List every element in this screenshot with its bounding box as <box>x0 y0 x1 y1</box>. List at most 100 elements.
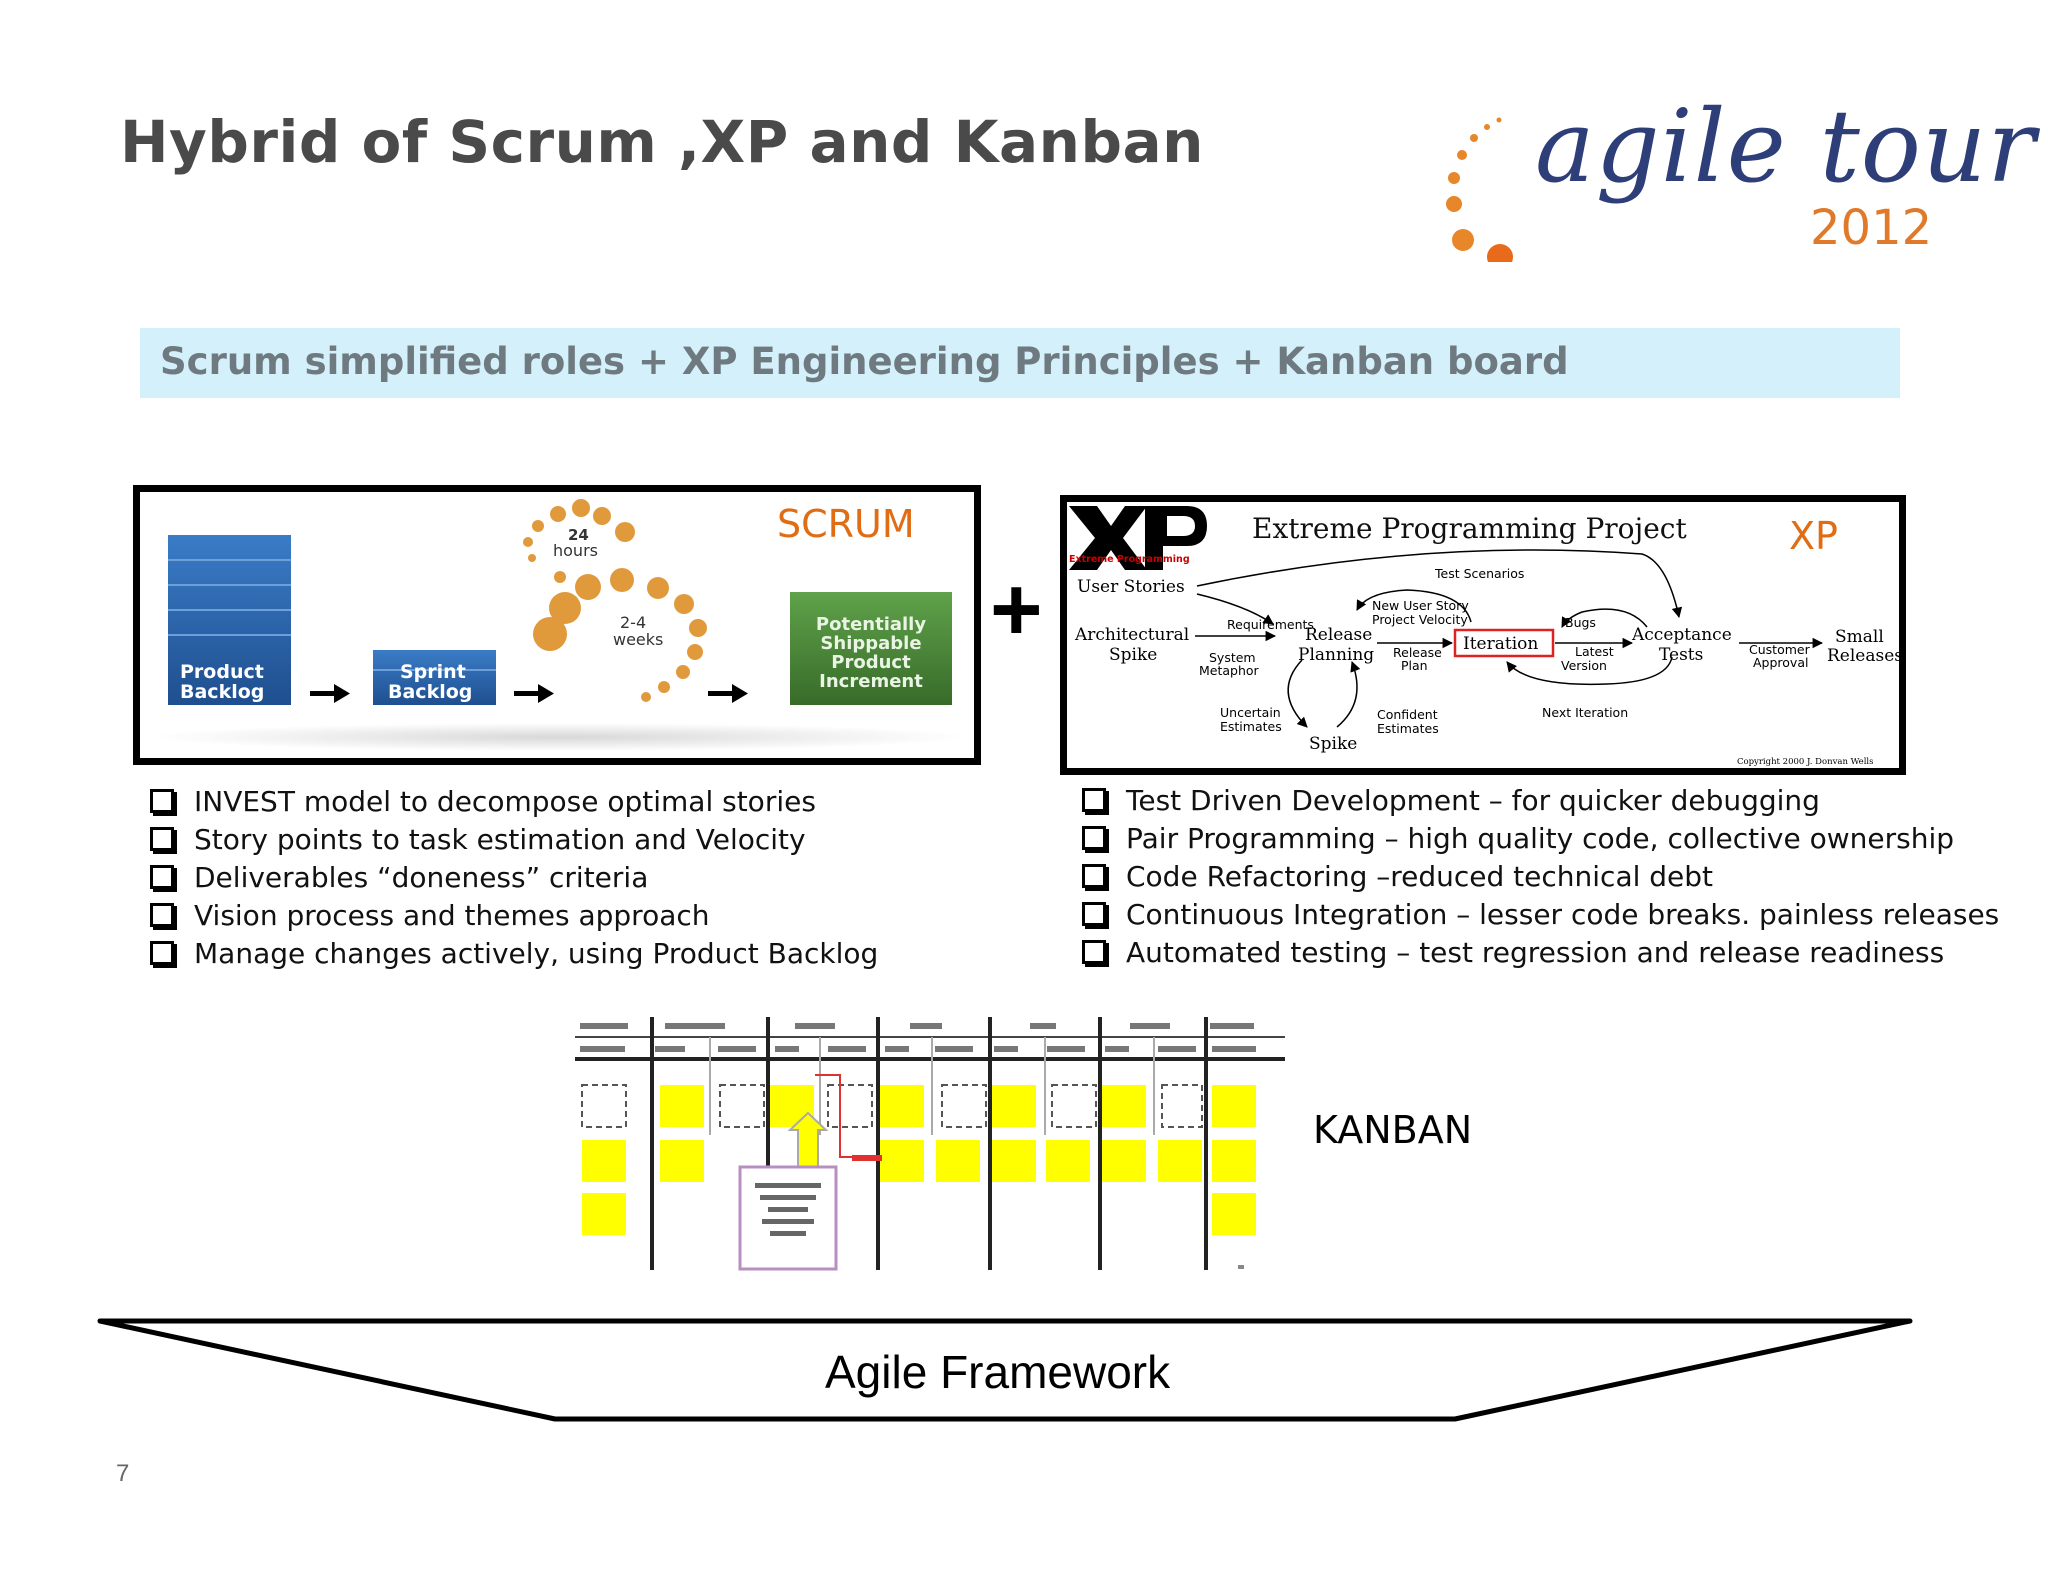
scrum-diagram: Product Backlog Sprint Backlog <box>150 499 970 751</box>
xp-node-architectural: Architectural <box>1074 625 1189 645</box>
potentially-shippable-increment-box: Potentially Shippable Product Increment <box>790 592 952 705</box>
list-item-text: Story points to task estimation and Velo… <box>194 823 806 856</box>
sprint-backlog-label-1: Sprint <box>400 661 466 683</box>
increment-line-1: Potentially <box>816 614 926 635</box>
checkbox-icon <box>150 789 174 813</box>
xp-edge-test-scenarios: Test Scenarios <box>1434 566 1524 581</box>
xp-logo-text: Extreme Programming <box>1069 554 1190 565</box>
checkbox-icon <box>1082 788 1106 812</box>
xp-iteration-box <box>1453 628 1555 658</box>
hours-label: hours <box>553 541 598 560</box>
list-item: Deliverables “doneness” criteria <box>150 861 648 894</box>
kanban-label: KANBAN <box>1313 1108 1473 1152</box>
list-item: INVEST model to decompose optimal storie… <box>150 785 816 818</box>
agile-framework-base <box>97 1318 1913 1422</box>
checkbox-icon <box>1082 864 1106 888</box>
xp-label: XP <box>1789 514 1838 558</box>
sprint-backlog-stack: Sprint Backlog <box>373 650 496 705</box>
xp-edge-next-iteration: Next Iteration <box>1542 705 1628 720</box>
product-backlog-label-1: Product <box>180 661 264 683</box>
scrum-practices-list: INVEST model to decompose optimal storie… <box>150 785 1050 975</box>
xp-diagram-title: Extreme Programming Project <box>1252 512 1687 545</box>
scrum-label: SCRUM <box>777 502 915 546</box>
arrow-right-icon <box>708 684 748 703</box>
checkbox-icon <box>1082 902 1106 926</box>
increment-line-4: Increment <box>819 671 923 692</box>
list-item-text: Code Refactoring –reduced technical debt <box>1126 860 1714 893</box>
kanban-sticky-notes <box>582 1085 1256 1235</box>
list-item-text: Pair Programming – high quality code, co… <box>1126 822 1955 855</box>
arrow-right-icon <box>514 684 554 703</box>
agile-tour-logo <box>1446 117 1513 262</box>
slide-title: Hybrid of Scrum ,XP and Kanban <box>120 108 1204 176</box>
checkbox-icon <box>150 903 174 927</box>
checkbox-icon <box>1082 826 1106 850</box>
list-item-text: INVEST model to decompose optimal storie… <box>194 785 816 818</box>
hours-number: 24 <box>568 526 589 544</box>
xp-practices-list: Test Driven Development – for quicker de… <box>1082 784 2022 974</box>
logo-word: agile tour <box>1535 88 2037 205</box>
xp-node-tests: Tests <box>1659 645 1703 665</box>
list-item: Code Refactoring –reduced technical debt <box>1082 860 1713 893</box>
product-backlog-stack: Product Backlog <box>168 535 291 705</box>
xp-edge-approval: Approval <box>1753 655 1808 670</box>
xp-edge-release: Release <box>1393 645 1442 660</box>
sprint-backlog-label-2: Backlog <box>388 681 472 703</box>
xp-node-iteration: Iteration <box>1463 634 1538 654</box>
list-item-text: Manage changes actively, using Product B… <box>194 937 879 970</box>
checkbox-icon <box>150 865 174 889</box>
agile-framework-label: Agile Framework <box>825 1346 1171 1398</box>
xp-edge-customer: Customer <box>1749 642 1811 657</box>
xp-edge-uncertain: Uncertain <box>1220 705 1281 720</box>
list-item-text: Automated testing – test regression and … <box>1126 936 1945 969</box>
list-item-text: Deliverables “doneness” criteria <box>194 861 649 894</box>
logo-dots-icon <box>1446 117 1513 262</box>
weeks-number: 2-4 <box>620 613 646 632</box>
xp-node-spike-1: Spike <box>1109 645 1157 665</box>
checkbox-icon <box>150 941 174 965</box>
xp-edge-confident-estimates: Estimates <box>1377 721 1439 736</box>
list-item-text: Test Driven Development – for quicker de… <box>1126 784 1820 817</box>
checkbox-icon <box>1082 940 1106 964</box>
increment-line-3: Product <box>831 652 911 673</box>
xp-edge-plan: Plan <box>1401 658 1428 673</box>
scrum-panel: Product Backlog Sprint Backlog <box>133 485 981 765</box>
xp-edge-bugs: Bugs <box>1565 615 1596 630</box>
logo-year: 2012 <box>1810 200 1933 256</box>
xp-node-acceptance: Acceptance <box>1631 625 1732 645</box>
arrow-right-icon <box>310 684 350 703</box>
xp-edge-new-user-story-2: Project Velocity <box>1372 612 1468 627</box>
xp-edge-confident: Confident <box>1377 707 1438 722</box>
xp-node-small: Small <box>1835 627 1884 647</box>
xp-edge-latest: Latest <box>1575 644 1614 659</box>
xp-copyright: Copyright 2000 J. Donvan Wells <box>1737 757 1874 767</box>
kanban-board-image <box>575 1017 1285 1271</box>
xp-edge-system: System <box>1209 650 1256 665</box>
page-number: 7 <box>116 1460 130 1487</box>
weeks-label: weeks <box>613 630 663 649</box>
xp-panel: Extreme Programming Extreme Programming … <box>1060 495 1906 775</box>
increment-line-2: Shippable <box>820 633 921 654</box>
list-item: Pair Programming – high quality code, co… <box>1082 822 1954 855</box>
xp-diagram: Extreme Programming Extreme Programming … <box>1069 506 1899 767</box>
xp-edge-metaphor: Metaphor <box>1199 663 1260 678</box>
xp-edge-version: Version <box>1561 658 1607 673</box>
xp-node-planning: Planning <box>1298 645 1374 665</box>
list-item: Test Driven Development – for quicker de… <box>1082 784 1820 817</box>
list-item-text: Continuous Integration – lesser code bre… <box>1126 898 2000 931</box>
sprint-cycle-dots-icon <box>523 499 707 702</box>
list-item: Manage changes actively, using Product B… <box>150 937 878 970</box>
subtitle-banner: Scrum simplified roles + XP Engineering … <box>140 328 1900 398</box>
list-item: Automated testing – test regression and … <box>1082 936 1944 969</box>
list-item: Vision process and themes approach <box>150 899 710 932</box>
banner-text: Scrum simplified roles + XP Engineering … <box>160 340 1569 383</box>
checkbox-icon <box>150 827 174 851</box>
xp-edge-requirements: Requirements <box>1227 617 1314 632</box>
list-item: Story points to task estimation and Velo… <box>150 823 806 856</box>
xp-node-user-stories: User Stories <box>1077 577 1185 597</box>
xp-node-releases: Releases <box>1827 646 1899 666</box>
list-item: Continuous Integration – lesser code bre… <box>1082 898 1999 931</box>
list-item-text: Vision process and themes approach <box>194 899 710 932</box>
plus-sign: + <box>990 560 1043 660</box>
xp-node-release: Release <box>1305 625 1372 645</box>
